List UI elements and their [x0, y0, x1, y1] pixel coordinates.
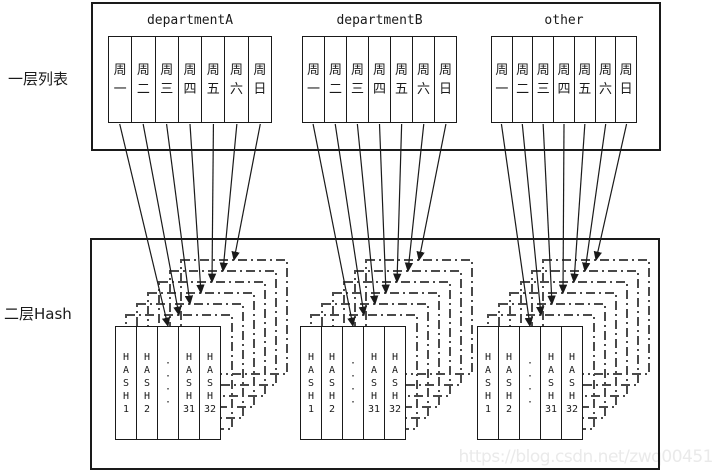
- week-cell: 周五: [575, 37, 596, 122]
- week-cell: 周四: [554, 37, 575, 122]
- week-cell: 周六: [225, 37, 249, 122]
- group-b-title: departmentB: [336, 13, 423, 28]
- group-a-title: departmentA: [146, 13, 234, 28]
- week-cell: 周一: [492, 37, 513, 122]
- layer1-container: [91, 2, 661, 151]
- week-cell: 周三: [533, 37, 555, 122]
- week-cell: 周日: [253, 62, 267, 97]
- week-cell: 周一: [109, 37, 133, 122]
- week-list-group-a: 周一 周二 周三 周四 周五 周六 周日: [108, 36, 272, 123]
- group-other-title: other: [544, 13, 584, 28]
- layer1-label: 一层列表: [8, 70, 69, 88]
- hash-column-ellipsis: ····: [158, 327, 179, 439]
- week-cell: 周二: [325, 37, 347, 122]
- week-cell: 周日: [619, 62, 633, 97]
- week-cell: 周六: [413, 37, 435, 122]
- hash-column-ellipsis: ····: [343, 327, 364, 439]
- week-cell: 周三: [347, 37, 369, 122]
- week-cell: 周一: [303, 37, 325, 122]
- layer2-label: 二层Hash: [4, 305, 72, 323]
- week-cell: 周五: [391, 37, 413, 122]
- week-list-group-b: 周一 周二 周三 周四 周五 周六 周日: [302, 36, 457, 123]
- week-cell: 周五: [202, 37, 226, 122]
- week-cell: 周日: [438, 62, 452, 97]
- csdn-watermark: https://blog.csdn.net/zwq00451: [458, 447, 713, 467]
- week-list-group-other: 周一 周二 周三 周四 周五 周六 周日: [491, 36, 637, 123]
- week-cell: 周四: [369, 37, 391, 122]
- week-cell: 周六: [596, 37, 617, 122]
- week-cell: 周二: [132, 37, 156, 122]
- week-cell: 周四: [179, 37, 203, 122]
- hash-column-ellipsis: ····: [520, 327, 541, 439]
- week-cell: 周二: [513, 37, 534, 122]
- week-cell: 周三: [156, 37, 179, 122]
